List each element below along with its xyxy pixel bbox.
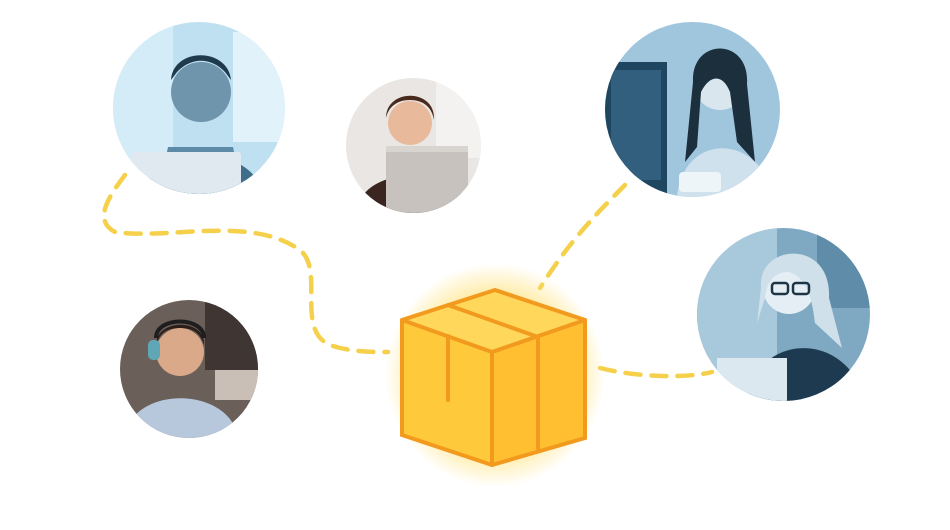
connector-top-right bbox=[537, 182, 628, 291]
woman-at-monitor-photo bbox=[605, 22, 780, 197]
package-box-icon bbox=[385, 263, 605, 487]
man-with-headphones-photo bbox=[120, 300, 258, 438]
connector-top-left bbox=[101, 172, 391, 355]
connector-right bbox=[597, 365, 715, 379]
man-with-laptop-photo bbox=[113, 22, 285, 194]
woman-with-glasses-photo bbox=[697, 228, 870, 401]
girl-with-laptop-photo bbox=[346, 78, 481, 213]
